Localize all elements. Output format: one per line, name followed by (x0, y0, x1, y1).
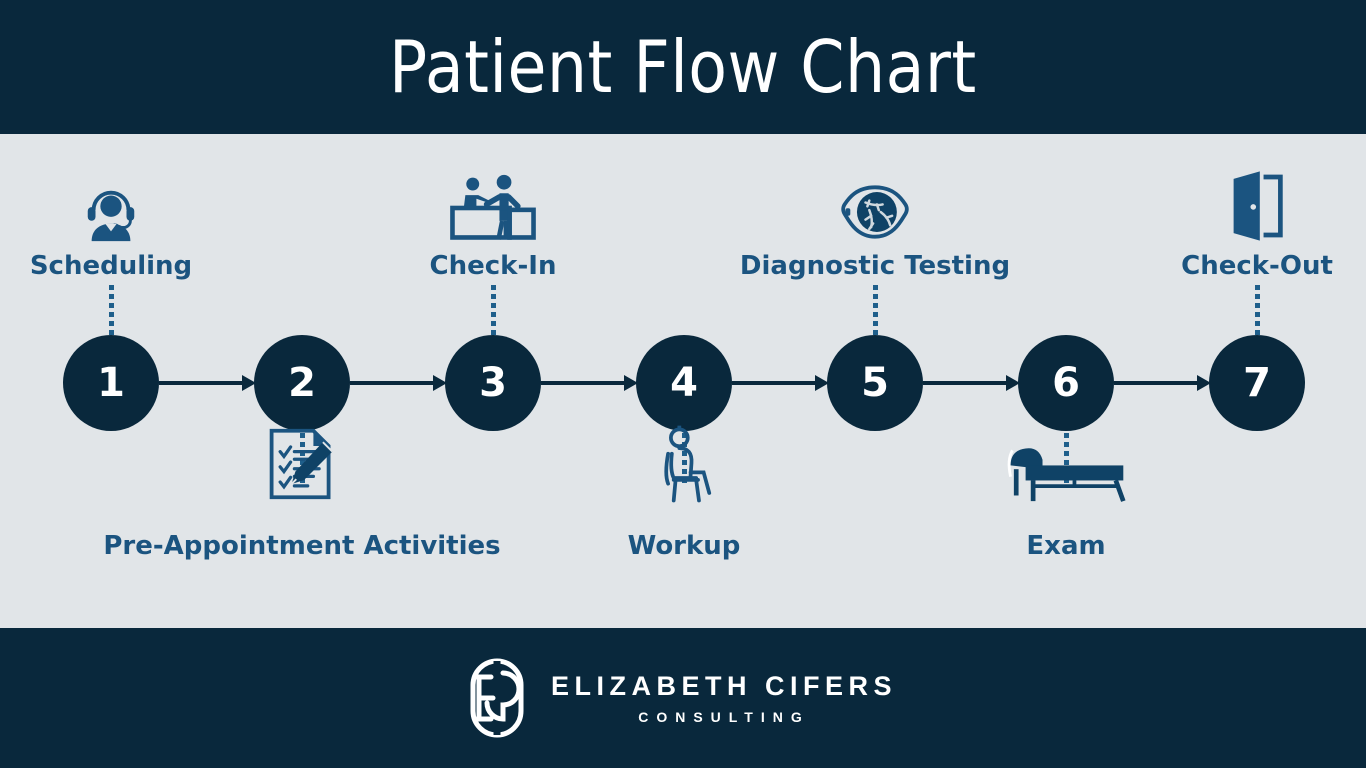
open-door-icon (1228, 169, 1286, 243)
dotted-connector (490, 285, 496, 335)
step-label-5: Diagnostic Testing (739, 251, 1011, 281)
brand-text: ELIZABETH CIFERS CONSULTING (551, 671, 897, 725)
flow-arrow-1-to-2 (159, 381, 244, 385)
brand-name: ELIZABETH CIFERS (550, 671, 897, 701)
flow-node-1[interactable]: 1 (63, 335, 159, 431)
footer-banner: ELIZABETH CIFERS CONSULTING (0, 628, 1366, 768)
flow-node-number: 4 (670, 360, 698, 406)
flow-node-number: 2 (288, 360, 316, 406)
page-title: Patient Flow Chart (389, 25, 977, 109)
arrowhead-icon (433, 375, 447, 391)
flow-arrow-5-to-6 (923, 381, 1008, 385)
arrowhead-icon (624, 375, 638, 391)
flow-node-number: 3 (479, 360, 507, 406)
step-label-7: Check-Out (1181, 251, 1333, 281)
dotted-connector (681, 433, 687, 483)
arrowhead-icon (815, 375, 829, 391)
reception-desk-icon (445, 173, 541, 243)
arrowhead-icon (242, 375, 256, 391)
clipboard-pen-icon (264, 425, 340, 503)
brand-lockup: ELIZABETH CIFERS CONSULTING (469, 657, 897, 739)
dotted-connector (872, 285, 878, 335)
step-label-1: Scheduling (29, 251, 193, 281)
step-label-6: Exam (1026, 531, 1106, 561)
diagram-panel: 1 2 3 4 5 6 7 (0, 134, 1366, 628)
dotted-connector (1254, 285, 1260, 335)
flow-node-number: 1 (97, 360, 125, 406)
flow-node-7[interactable]: 7 (1209, 335, 1305, 431)
arrowhead-icon (1006, 375, 1020, 391)
flow-arrow-2-to-3 (350, 381, 435, 385)
header-banner: Patient Flow Chart (0, 0, 1366, 134)
flow-arrow-6-to-7 (1114, 381, 1199, 385)
flow-node-3[interactable]: 3 (445, 335, 541, 431)
flow-arrow-3-to-4 (541, 381, 626, 385)
arrowhead-icon (1197, 375, 1211, 391)
dotted-connector (1063, 433, 1069, 483)
headset-agent-icon (80, 181, 142, 243)
brand-subtitle: CONSULTING (638, 709, 810, 725)
exam-table-icon (1004, 441, 1128, 503)
seated-patient-icon (655, 425, 713, 503)
flow-arrow-4-to-5 (732, 381, 817, 385)
step-label-3: Check-In (429, 251, 557, 281)
flow-node-6[interactable]: 6 (1018, 335, 1114, 431)
flow-node-5[interactable]: 5 (827, 335, 923, 431)
step-label-2: Pre-Appointment Activities (103, 531, 501, 561)
flow-node-number: 6 (1052, 360, 1080, 406)
ec-monogram-icon (469, 657, 525, 739)
flow-node-number: 7 (1243, 360, 1271, 406)
eye-retina-icon (837, 181, 913, 243)
flow-node-4[interactable]: 4 (636, 335, 732, 431)
flow-node-2[interactable]: 2 (254, 335, 350, 431)
dotted-connector (108, 285, 114, 335)
flow-node-number: 5 (861, 360, 889, 406)
step-label-4: Workup (627, 531, 741, 561)
